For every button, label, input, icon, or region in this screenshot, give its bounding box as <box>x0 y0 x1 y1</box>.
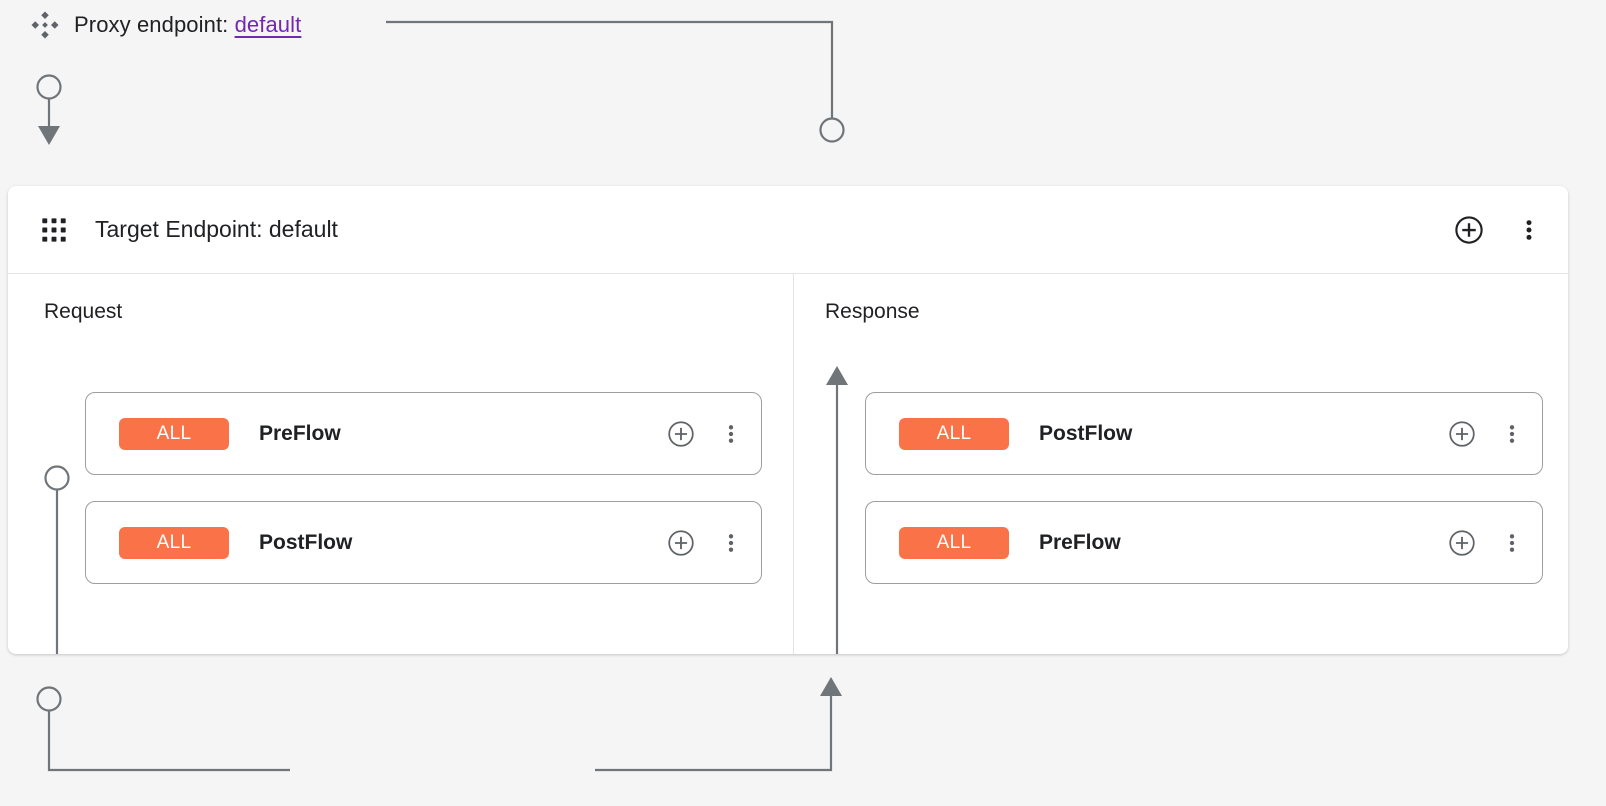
add-circle-icon[interactable] <box>1448 529 1476 557</box>
backend-request-line <box>47 711 290 772</box>
request-flow-start-node <box>44 465 70 491</box>
flow-card[interactable]: ALL PreFlow <box>85 392 762 475</box>
request-flow-card-list: ALL PreFlow <box>85 392 762 584</box>
response-column-title: Response <box>825 300 920 323</box>
more-vert-icon[interactable] <box>1502 420 1522 448</box>
backend-response-arrowhead <box>820 677 842 696</box>
proxy-endpoint-label: Proxy endpoint: <box>74 12 229 37</box>
flow-card-actions <box>1448 420 1522 448</box>
flow-columns: Request ALL PreFlow <box>8 274 1568 654</box>
flow-card-label: PostFlow <box>259 530 353 554</box>
request-column-title: Request <box>44 300 123 323</box>
hub-icon <box>30 10 60 40</box>
backend-request-node <box>36 686 62 712</box>
more-vert-icon[interactable] <box>1518 215 1540 245</box>
more-vert-icon[interactable] <box>721 529 741 557</box>
response-outbound-node <box>819 117 845 143</box>
flow-card[interactable]: ALL PostFlow <box>85 501 762 584</box>
more-vert-icon[interactable] <box>721 420 741 448</box>
proxy-endpoint-link[interactable]: default <box>234 12 302 37</box>
response-column: Response ALL PostFlow <box>794 274 1567 654</box>
flow-card-label: PostFlow <box>1039 421 1133 445</box>
flow-card[interactable]: ALL PreFlow <box>865 501 1543 584</box>
response-flow-card-list: ALL PostFlow <box>865 392 1543 584</box>
target-endpoint-header-actions <box>1454 215 1540 245</box>
proxy-endpoint-title: Proxy endpoint: default <box>74 12 301 38</box>
flow-card-label: PreFlow <box>1039 530 1121 554</box>
response-flow-arrowhead <box>826 366 848 385</box>
proxy-endpoint-strip: Proxy endpoint: default <box>0 0 1606 186</box>
flow-card[interactable]: ALL PostFlow <box>865 392 1543 475</box>
request-column: Request ALL PreFlow <box>8 274 794 654</box>
status-badge: ALL <box>119 526 229 559</box>
request-inbound-arrowhead <box>38 126 60 145</box>
add-circle-icon[interactable] <box>667 420 695 448</box>
flow-card-actions <box>1448 529 1522 557</box>
request-inbound-node <box>36 74 62 100</box>
proxy-endpoint-header: Proxy endpoint: default <box>30 6 301 44</box>
backend-response-line <box>595 696 833 772</box>
more-vert-icon[interactable] <box>1502 529 1522 557</box>
status-badge: ALL <box>899 526 1009 559</box>
add-circle-icon[interactable] <box>1448 420 1476 448</box>
proxy-to-target-line <box>386 20 834 118</box>
flow-card-actions <box>667 529 741 557</box>
page-title: Target Endpoint: default <box>95 216 338 242</box>
add-circle-icon[interactable] <box>667 529 695 557</box>
status-badge: ALL <box>899 417 1009 450</box>
backend-connectors <box>36 677 842 772</box>
status-badge: ALL <box>119 417 229 450</box>
add-circle-icon[interactable] <box>1454 215 1484 245</box>
apps-grid-icon <box>40 216 68 244</box>
backend-service-strip: Backend service <box>0 660 1606 806</box>
flow-card-actions <box>667 420 741 448</box>
target-endpoint-header: Target Endpoint: default <box>8 186 1568 274</box>
flow-card-label: PreFlow <box>259 421 341 445</box>
target-endpoint-panel: Target Endpoint: default <box>8 186 1568 654</box>
